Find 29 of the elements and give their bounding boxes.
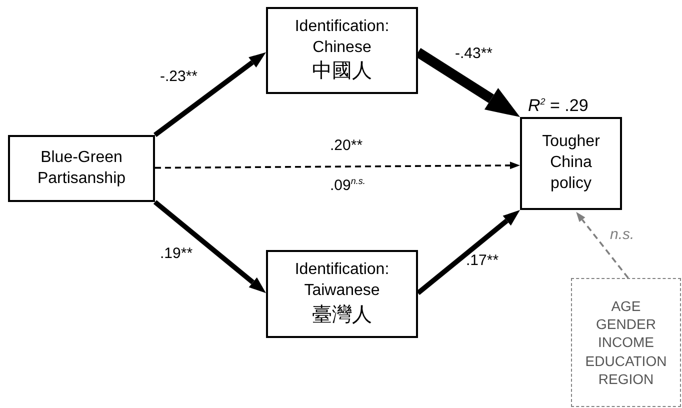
edge-label: .20**: [330, 137, 363, 154]
node-text: Identification: Chinese: [294, 16, 390, 58]
arrow: [154, 52, 266, 137]
coefficient-label: .09$^{n.s.}$: [330, 176, 366, 194]
arrow: [153, 200, 266, 294]
edge-label: .19**: [160, 245, 193, 262]
arrow: [155, 162, 520, 170]
arrow: [416, 210, 520, 296]
variable-box: [266, 250, 418, 338]
variable-box: [8, 135, 155, 202]
edge-label: -.23**: [160, 68, 198, 85]
node-text: Tougher China policy: [541, 132, 601, 194]
node-text: INCOME: [597, 333, 655, 352]
node-text: 臺灣人: [311, 302, 373, 328]
node-text: AGE: [610, 297, 642, 316]
node-text: GENDER: [595, 315, 657, 334]
node-text: Blue-Green Partisanship: [36, 148, 127, 188]
arrow: [576, 212, 629, 279]
node-text: REGION: [597, 370, 655, 388]
node-text: 中國人: [311, 59, 373, 84]
control-variables-box: [571, 278, 681, 407]
edge-label: n.s.: [610, 226, 634, 243]
node-text: Identification: Taiwanese: [294, 260, 390, 301]
edge-label: -.43**: [455, 45, 493, 62]
variable-box: [520, 117, 622, 210]
r-squared-label: R$^{2}$ = .29: [528, 96, 588, 116]
node-text: EDUCATION: [584, 352, 668, 370]
variable-box: [266, 7, 418, 94]
edge-label: .17**: [466, 252, 499, 269]
